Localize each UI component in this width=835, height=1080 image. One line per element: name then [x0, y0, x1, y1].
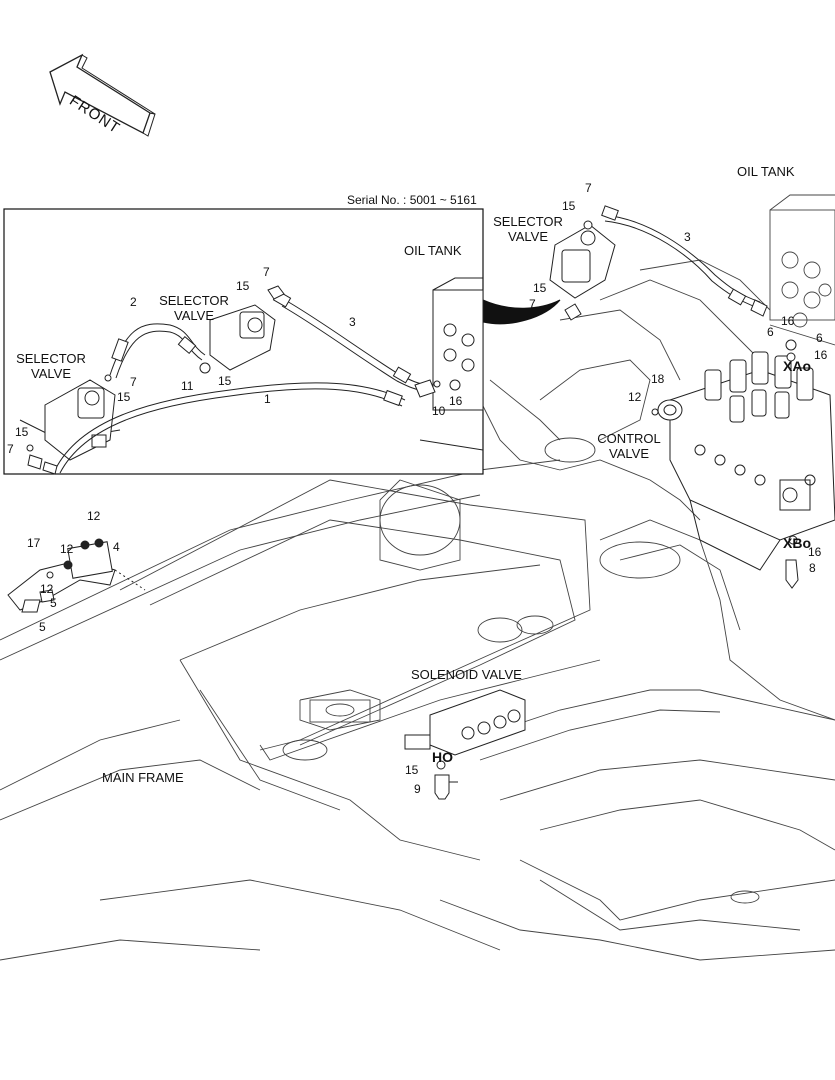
part-number: 15 [117, 390, 131, 404]
inset-drawing [19, 277, 484, 475]
hose-3-right-drawing [601, 205, 768, 317]
part-number: 7 [529, 297, 536, 311]
part-number: 4 [113, 540, 120, 554]
main-frame-label: MAIN FRAME [102, 770, 184, 785]
part-number: 12 [87, 509, 101, 523]
control-valve-label-2: VALVE [609, 446, 649, 461]
control-valve-label-1: CONTROL [597, 431, 661, 446]
part-number: 9 [414, 782, 421, 796]
part-number: 15 [533, 281, 547, 295]
selector-valve-mid-label-1: SELECTOR [159, 293, 229, 308]
part-number: 5 [50, 596, 57, 610]
part-number: 15 [15, 425, 29, 439]
part-number: 6 [816, 331, 823, 345]
part-number: 15 [562, 199, 576, 213]
part-number: 3 [684, 230, 691, 244]
part-number: 6 [767, 325, 774, 339]
part-number: 12 [40, 582, 54, 596]
oil-tank-label-right: OIL TANK [737, 164, 795, 179]
main-frame-drawing [0, 194, 835, 961]
solenoid-valve-drawing [404, 689, 526, 800]
selector-valve-right-label-1: SELECTOR [493, 214, 563, 229]
selector-valve-left-label-2: VALVE [31, 366, 71, 381]
part-number: 16 [449, 394, 463, 408]
part-number: 2 [130, 295, 137, 309]
part-number: 12 [60, 542, 74, 556]
selector-valve-right-label-2: VALVE [508, 229, 548, 244]
part-number: 16 [814, 348, 828, 362]
part-number: 7 [585, 181, 592, 195]
part-number: 7 [130, 375, 137, 389]
part-number: 10 [432, 404, 446, 418]
part-number: 16 [781, 314, 795, 328]
part-number: 15 [236, 279, 250, 293]
part-number: 8 [809, 561, 816, 575]
part-number: 7 [263, 265, 270, 279]
port-ho-label: HO [432, 749, 453, 765]
bracket-assembly-drawing [7, 538, 146, 613]
part-number: 12 [628, 390, 642, 404]
part-number: 15 [405, 763, 419, 777]
inset-pointer-drawing [482, 299, 561, 325]
part-number: 5 [39, 620, 46, 634]
part-number: 7 [7, 442, 14, 456]
port-xao-label: XAo [783, 358, 811, 374]
part-number: 16 [808, 545, 822, 559]
selector-valve-left-label-1: SELECTOR [16, 351, 86, 366]
control-valve-drawing [669, 351, 835, 571]
part-number: 18 [651, 372, 665, 386]
part-number: 15 [218, 374, 232, 388]
front-arrow-icon [49, 53, 156, 137]
part-number: 3 [349, 315, 356, 329]
part-number: 17 [27, 536, 41, 550]
serial-number: Serial No. : 5001 ~ 5161 [347, 193, 477, 207]
part-number: 11 [181, 379, 194, 393]
selector-valve-right-drawing [549, 220, 616, 321]
port-xbo-label: XBo [783, 535, 811, 551]
oil-tank-label-inset: OIL TANK [404, 243, 462, 258]
solenoid-valve-label: SOLENOID VALVE [411, 667, 522, 682]
selector-valve-mid-label-2: VALVE [174, 308, 214, 323]
part-number: 1 [264, 392, 271, 406]
